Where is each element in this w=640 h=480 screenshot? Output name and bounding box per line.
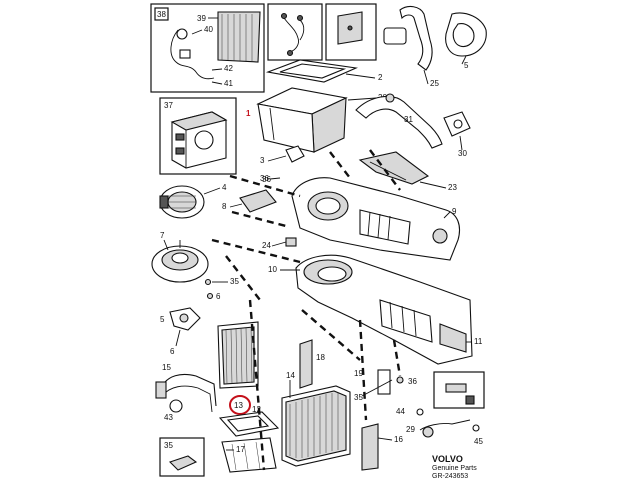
air-filter-frame-2: [265, 59, 358, 83]
label-25: 25: [430, 79, 439, 88]
label-36c: 36: [408, 377, 417, 386]
blower-motor-7: [151, 240, 209, 283]
label-38: 38: [157, 10, 166, 19]
heater-housing-9: [291, 177, 461, 261]
air-filter-housing-1: [256, 87, 348, 153]
label-43: 43: [164, 413, 173, 422]
pipe-29: [419, 419, 471, 438]
label-17: 17: [236, 445, 245, 454]
air-duct-25: [383, 5, 487, 71]
label-13: 13: [234, 401, 243, 410]
label-31: 31: [404, 115, 413, 124]
brand-name: VOLVO: [432, 454, 463, 464]
label-14: 14: [286, 371, 295, 380]
duct-17: [221, 437, 277, 473]
label-41: 41: [224, 79, 233, 88]
inset-box-38: 38 39 40 42 41: [150, 3, 265, 93]
brand-block: VOLVO Genuine Parts GR-243653: [432, 454, 477, 480]
label-40: 40: [204, 25, 213, 34]
label-5: 5: [464, 61, 469, 70]
label-44: 44: [396, 407, 405, 416]
label-4: 4: [222, 183, 227, 192]
label-30: 30: [458, 149, 467, 158]
bracket-18: [299, 339, 313, 389]
label-12: 12: [252, 405, 261, 414]
label-29: 29: [406, 425, 415, 434]
inset-box-sensor: [433, 371, 485, 409]
heater-core-14: [281, 385, 351, 467]
label-9: 9: [452, 207, 457, 216]
air-duct-31: [355, 95, 471, 149]
inset-box-37: 37: [159, 97, 237, 175]
filter-pad-39: [217, 11, 261, 63]
label-8: 8: [222, 202, 227, 211]
label-6a: 6: [216, 292, 221, 301]
label-37: 37: [164, 101, 173, 110]
label-45: 45: [474, 437, 483, 446]
label-15: 15: [162, 363, 171, 372]
label-7: 7: [160, 231, 165, 240]
clip-3: [285, 145, 305, 163]
blower-module: [170, 111, 228, 169]
label-18: 18: [316, 353, 325, 362]
frame-12: [218, 411, 280, 437]
lower-housing-10: [295, 254, 473, 365]
highlight-ring-13: [229, 395, 251, 415]
label-23: 23: [448, 183, 457, 192]
label-35a: 35: [230, 277, 239, 286]
label-35b: 35: [354, 393, 363, 402]
inset-box-sensor-lead: [267, 3, 323, 61]
flap-5: [169, 307, 201, 331]
label-6b: 6: [170, 347, 175, 356]
resistor-8: [239, 189, 277, 213]
label-42: 42: [224, 64, 233, 73]
label-10: 10: [268, 265, 277, 274]
label-1: 1: [246, 109, 251, 118]
brand-line2: GR-243653: [432, 473, 468, 480]
label-2: 2: [378, 73, 383, 82]
inset-box-35: 35: [159, 437, 205, 477]
label-11: 11: [474, 337, 483, 346]
pipe-assembly-15: [155, 373, 217, 413]
label-24: 24: [262, 241, 271, 250]
label-3: 3: [260, 156, 265, 165]
label-36b: 36: [262, 175, 271, 184]
bracket-16: [361, 423, 379, 471]
expansion-valve-19: [361, 369, 404, 397]
inset-box-bracket: [325, 3, 377, 61]
brand-line1: Genuine Parts: [432, 465, 477, 472]
label-5b: 5: [160, 315, 165, 324]
cabin-filter-13: [217, 321, 259, 389]
label-35-inset: 35: [164, 441, 173, 450]
bracket-23: [358, 151, 430, 185]
blower-wheel-4: [159, 185, 205, 219]
label-16: 16: [394, 435, 403, 444]
label-39: 39: [197, 14, 206, 23]
label-19: 19: [354, 369, 363, 378]
label-36a: 36: [260, 174, 269, 183]
dashed-assembly-lines: [211, 149, 402, 471]
